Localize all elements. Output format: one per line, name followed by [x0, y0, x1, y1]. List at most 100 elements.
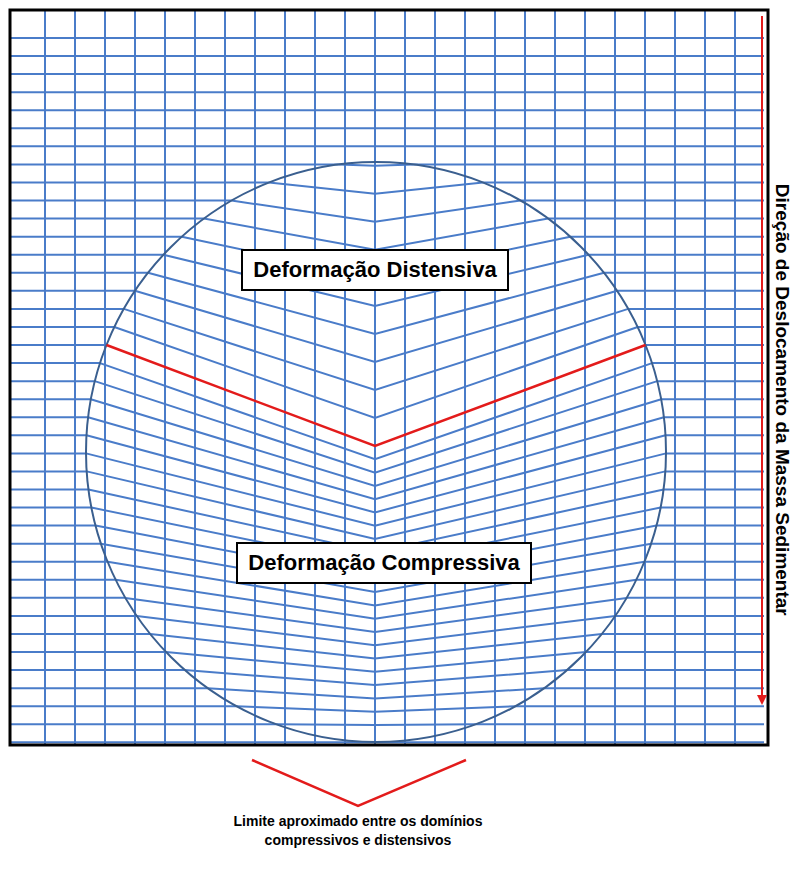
box-text: Deformação Compressiva: [248, 549, 519, 577]
grid-line: [10, 705, 236, 707]
grid-line: [524, 10, 526, 745]
grid-line: [656, 525, 764, 527]
grid-line: [10, 254, 163, 256]
grid-line: [10, 723, 276, 725]
grid-line: [413, 163, 764, 165]
grid-line: [10, 561, 108, 563]
deformation-circle: [86, 162, 666, 742]
box-text: Deformação Distensiva: [253, 256, 496, 284]
grid-line: [10, 55, 764, 57]
grid-line: [10, 651, 166, 653]
grid-line: [10, 416, 88, 418]
grid-line: [10, 615, 137, 617]
grid-line: [651, 543, 764, 545]
grid-lines: [10, 10, 764, 745]
grid-line: [10, 398, 91, 400]
grid-line: [589, 254, 764, 256]
frame: [10, 10, 768, 745]
grid-line: [657, 380, 764, 382]
grid-line: [10, 507, 91, 509]
grid-line: [10, 687, 208, 689]
grid-line: [10, 543, 101, 545]
deformed-grid-line: [166, 652, 586, 672]
grid-line: [604, 272, 764, 274]
axis-label: Direção de Deslocamento da Massa Sedimen…: [769, 80, 795, 720]
grid-line: [661, 507, 764, 509]
grid-line: [602, 633, 764, 635]
grid-line: [224, 10, 226, 745]
deformed-grid-line: [86, 453, 666, 525]
label-box: Deformação Compressiva: [236, 542, 531, 584]
grid-line: [548, 218, 764, 220]
grid-line: [344, 10, 346, 745]
grid-line: [10, 597, 125, 599]
grid-line: [10, 452, 86, 454]
grid-line: [666, 452, 764, 454]
caption-note: Limite aproximado entre os domínios comp…: [213, 812, 503, 850]
grid-line: [10, 525, 96, 527]
grid-line: [434, 10, 436, 745]
grid-line: [10, 633, 150, 635]
grid-line: [617, 290, 764, 292]
deformed-grid-line: [114, 327, 637, 418]
grid-line: [10, 181, 269, 183]
grid-line: [10, 109, 764, 111]
grid-line: [570, 236, 764, 238]
grid-line: [10, 326, 114, 328]
grid-line: [520, 200, 764, 202]
grid-line: [374, 10, 376, 745]
grid-line: [615, 615, 764, 617]
grid-line: [404, 10, 406, 745]
grid-line: [10, 200, 232, 202]
grid-line: [10, 145, 764, 147]
grid-line: [646, 344, 764, 346]
grid-line: [628, 308, 764, 310]
deformed-grid-line: [135, 291, 617, 362]
grid-line: [638, 326, 764, 328]
deformed-grid-line: [125, 598, 626, 632]
grid-line: [652, 362, 764, 364]
grid-line: [627, 597, 764, 599]
grid-line: [10, 236, 182, 238]
deformed-grid-line: [237, 706, 516, 712]
grid-line: [476, 723, 764, 725]
grid-line: [664, 416, 764, 418]
grid-line: [10, 470, 87, 472]
grid-line: [10, 434, 86, 436]
deformed-grid-line: [116, 580, 637, 619]
grid-line: [10, 37, 764, 39]
grid-line: [544, 687, 764, 689]
label-box: Deformação Distensiva: [241, 249, 508, 291]
deformed-grid-line: [208, 688, 545, 698]
grid-line: [10, 489, 88, 491]
grid-line: [10, 272, 148, 274]
deformed-grid-line: [150, 634, 602, 659]
domain-boundary-line: [107, 345, 646, 446]
deformed-grid-line: [276, 723, 476, 726]
deformed-grid-line: [269, 183, 483, 194]
deformed-grid-line: [185, 670, 567, 685]
grid-line: [10, 344, 106, 346]
deformed-grid-line: [232, 201, 521, 222]
grid-line: [254, 10, 256, 745]
grid-line: [661, 398, 764, 400]
grid-line: [664, 489, 764, 491]
deformed-grid-line: [101, 544, 651, 592]
grid-line: [10, 669, 185, 671]
grid-line: [636, 579, 764, 581]
deformed-grid-line: [163, 255, 588, 306]
deformed-grid-line: [96, 526, 657, 579]
grid-line: [567, 669, 764, 671]
grid-line: [10, 362, 100, 364]
grid-line: [10, 127, 764, 129]
grid-line: [516, 705, 764, 707]
grid-line: [314, 10, 316, 745]
grid-line: [10, 91, 764, 93]
deformed-grid-line: [339, 164, 414, 165]
grid-line: [665, 470, 764, 472]
grid-line: [10, 73, 764, 75]
grid-line: [10, 308, 124, 310]
direction-arrow: [761, 16, 763, 700]
boundary-symbol: [252, 760, 466, 806]
